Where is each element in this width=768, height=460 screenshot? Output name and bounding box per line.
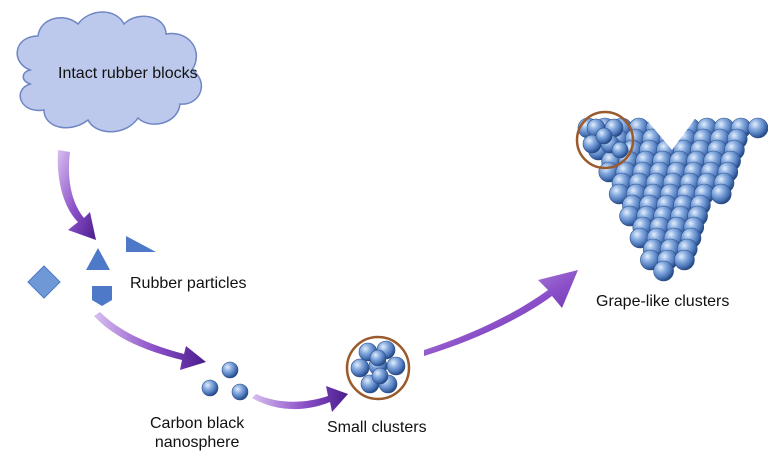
arrow-particles-to-carbon <box>94 312 206 370</box>
sphere <box>747 117 768 139</box>
arrow-cloud-to-particles <box>57 150 96 240</box>
pentagon-particle <box>92 286 112 306</box>
sphere <box>369 349 387 367</box>
rubber-particles-label: Rubber particles <box>130 275 247 292</box>
diamond-particle <box>27 265 61 299</box>
sphere <box>371 367 389 385</box>
grape-cluster-ring <box>575 110 635 170</box>
sphere <box>386 356 406 376</box>
small-cluster-ring <box>345 335 411 401</box>
sphere <box>231 383 249 401</box>
cluster-notch <box>640 112 700 150</box>
sphere <box>350 358 370 378</box>
sphere <box>221 361 239 379</box>
carbon-black-label-line1: Carbon black <box>150 415 245 432</box>
sphere <box>710 183 732 205</box>
arrow-carbon-to-small <box>252 386 348 412</box>
carbon-black-label: Carbon black nanosphere <box>150 414 244 452</box>
triangle-particle <box>86 248 110 270</box>
grape-like-cluster <box>577 112 768 282</box>
cloud-shape <box>16 11 203 133</box>
sphere <box>674 249 695 271</box>
rubber-particles <box>27 236 156 306</box>
small-clusters-label: Small clusters <box>327 419 427 436</box>
carbon-black-nanospheres <box>201 361 249 401</box>
sphere <box>653 260 674 282</box>
intact-rubber-label: Intact rubber blocks <box>58 65 198 82</box>
carbon-black-label-line2: nanosphere <box>154 434 240 451</box>
right-triangle-particle <box>126 236 156 252</box>
grape-clusters-label: Grape-like clusters <box>596 293 730 310</box>
sphere <box>595 127 613 145</box>
sphere <box>611 141 629 159</box>
arrow-small-to-grape <box>424 270 578 356</box>
sphere <box>201 379 219 397</box>
small-cluster <box>350 340 406 394</box>
